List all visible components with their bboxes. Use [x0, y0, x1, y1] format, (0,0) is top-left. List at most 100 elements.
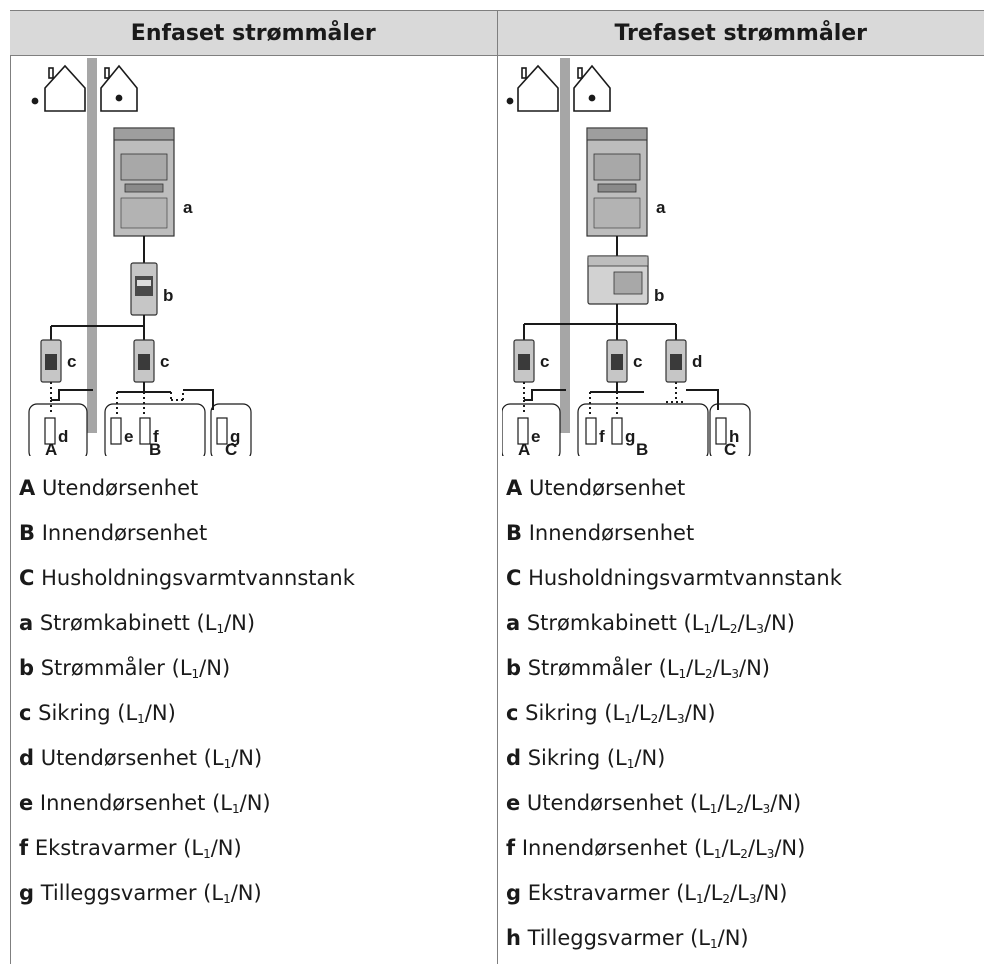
indoor-house-icon: [100, 64, 138, 112]
phase-subscript: 3: [762, 802, 771, 816]
zone-box-c: [709, 403, 751, 456]
fuse-icon: [133, 339, 155, 383]
phase-subscript: 3: [731, 667, 739, 681]
legend-item: B Innendørsenhet: [19, 521, 208, 545]
legend-item: f Innendørsenhet (L1/L2/L3/N): [506, 836, 806, 861]
legend-key: a: [19, 611, 34, 635]
label-outdoor: d: [58, 427, 68, 446]
phase-subscript: 1: [626, 757, 635, 771]
wall-divider: [560, 58, 570, 433]
label-cabinet: a: [656, 198, 666, 217]
table-body-row: a b c: [10, 56, 984, 964]
outdoor-house-icon: [506, 64, 559, 112]
phase-subscript: 1: [709, 802, 718, 816]
legend-item: b Strømmåler (L1/N): [19, 656, 231, 681]
phase-subscript: 1: [203, 847, 211, 861]
legend-key: f: [506, 836, 516, 860]
header-three-phase: Trefaset strømmåler: [496, 11, 985, 55]
phase-subscript: 3: [756, 622, 764, 636]
legend-key: A: [19, 476, 36, 500]
three-phase-legend: A Utendørsenhet B Innendørsenhet C Hushold…: [506, 466, 842, 961]
three-phase-meter-icon: [587, 255, 649, 305]
zone-box-a: [28, 403, 88, 456]
meter-icon: [130, 262, 158, 316]
legend-item: B Innendørsenhet: [506, 521, 695, 545]
legend-key: c: [19, 701, 32, 725]
single-phase-wiring-diagram: a b c: [28, 58, 252, 456]
label-meter: b: [654, 286, 664, 305]
zone-label-a: A: [45, 440, 57, 456]
table-header-row: Enfaset strømmåler Trefaset strømmåler: [10, 10, 984, 56]
phase-subscript: 1: [709, 937, 718, 951]
component-indoor-1: [110, 417, 122, 445]
phase-subscript: 2: [729, 622, 738, 636]
legend-key: d: [19, 746, 35, 770]
fuse-icon: [40, 339, 62, 383]
three-phase-column: a b c: [497, 56, 984, 964]
indoor-house-icon: [573, 64, 611, 112]
phase-subscript: 1: [703, 622, 712, 636]
header-single-phase: Enfaset strømmåler: [130, 20, 376, 46]
zone-box-b: [577, 403, 709, 456]
three-phase-wiring-diagram: a b c: [502, 58, 751, 456]
label-fuse-3: d: [692, 352, 702, 371]
legend-key: e: [506, 791, 521, 815]
label-tank: g: [230, 427, 240, 446]
legend-item: g Ekstravarmer (L1/L2/L3/N): [506, 881, 788, 906]
phase-subscript: 3: [676, 712, 685, 726]
legend-item: f Ekstravarmer (L1/N): [19, 836, 242, 861]
legend-item: d Utendørsenhet (L1/N): [19, 746, 263, 771]
legend-key: c: [506, 701, 519, 725]
zone-label-c: C: [225, 440, 237, 456]
legend-item: a Strømkabinett (L1/L2/L3/N): [506, 611, 795, 636]
legend-item: c Sikring (L1/N): [19, 701, 176, 726]
phase-subscript: 1: [713, 847, 722, 861]
phase-subscript: 1: [223, 892, 231, 906]
outdoor-house-icon: [31, 64, 86, 112]
wiring: [50, 382, 214, 414]
fuse-icon: [513, 339, 535, 383]
single-phase-column: a b c: [10, 56, 497, 964]
label-indoor-1: f: [599, 427, 605, 446]
legend-item: a Strømkabinett (L1/N): [19, 611, 256, 636]
phase-subscript: 3: [748, 892, 757, 906]
zone-box-c: [210, 403, 252, 456]
legend-item: d Sikring (L1/N): [506, 746, 666, 771]
legend-key: f: [19, 836, 29, 860]
label-fuse-2: c: [160, 352, 169, 371]
legend-key: b: [506, 656, 522, 680]
legend-key: d: [506, 746, 522, 770]
phase-subscript: 2: [736, 802, 744, 816]
label-fuse-2: c: [633, 352, 642, 371]
legend-key: B: [19, 521, 36, 545]
phase-subscript: 1: [695, 892, 704, 906]
fuse-icon: [665, 339, 687, 383]
label-indoor-1: e: [124, 427, 133, 446]
legend-item: C Husholdningsvarmtvannstank: [506, 566, 842, 590]
legend-item: c Sikring (L1/L2/L3/N): [506, 701, 716, 726]
legend-item: e Utendørsenhet (L1/L2/L3/N): [506, 791, 802, 816]
legend-key: C: [19, 566, 35, 590]
legend-item: A Utendørsenhet: [19, 476, 199, 500]
legend-item: b Strømmåler (L1/L2/L3/N): [506, 656, 770, 681]
phase-subscript: 2: [650, 712, 659, 726]
phase-subscript: 3: [766, 847, 775, 861]
zone-label-b: B: [149, 440, 161, 456]
legend-key: B: [506, 521, 523, 545]
component-indoor-1: [585, 417, 597, 445]
component-outdoor: [517, 417, 529, 445]
wall-divider: [87, 58, 97, 433]
label-indoor-2: g: [625, 427, 635, 446]
phase-subscript: 1: [223, 757, 232, 771]
zone-box-b: [104, 403, 206, 456]
legend-key: e: [19, 791, 34, 815]
zone-box-a: [502, 403, 561, 456]
power-cabinet-icon: [113, 127, 175, 237]
component-tank: [715, 417, 727, 445]
label-meter: b: [163, 286, 173, 305]
component-indoor-2: [611, 417, 623, 445]
legend-item: A Utendørsenhet: [506, 476, 686, 500]
legend-key: g: [19, 881, 35, 905]
phase-subscript: 2: [722, 892, 731, 906]
